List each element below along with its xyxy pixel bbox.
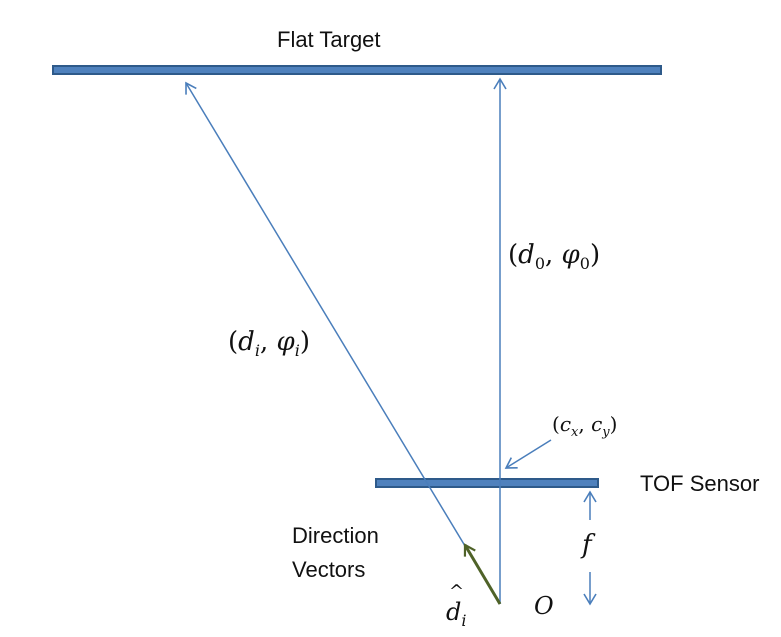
flat-target-label: Flat Target [277, 27, 381, 52]
tof-sensor-bar [375, 478, 599, 488]
tof-sensor-label: TOF Sensor [640, 471, 760, 496]
focal-length-label: f [582, 530, 592, 560]
principal-point-pointer [504, 439, 552, 469]
direction-vector-arrow [463, 543, 502, 605]
d0-phi0-label: (d0, φ0) [508, 240, 601, 273]
flat-target-bar [52, 65, 662, 75]
ray-di [185, 81, 501, 605]
direction-vectors-label-line2: Vectors [292, 557, 366, 582]
direction-vector-label: di [446, 581, 467, 630]
direction-vectors-label-line1: Direction [292, 523, 379, 548]
di-phii-label: (di, φi) [228, 327, 310, 360]
origin-label: O [534, 592, 554, 620]
principal-point-label: (cx, cy) [552, 412, 618, 440]
